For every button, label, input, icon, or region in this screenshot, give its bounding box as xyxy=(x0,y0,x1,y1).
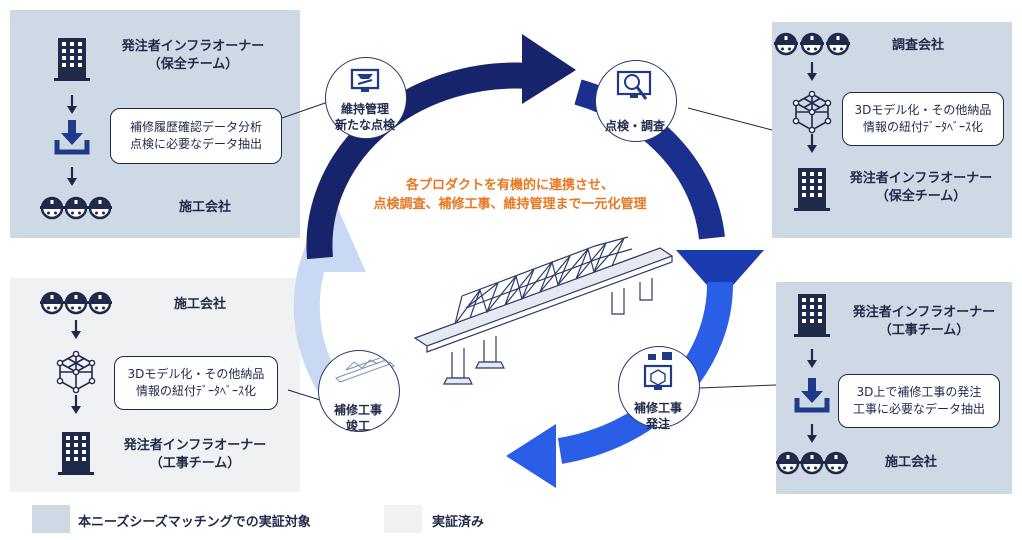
node-label-line: 竣工 xyxy=(345,419,370,433)
bottom-left-owner-title: 発注者インフラオーナー （工事チーム） xyxy=(110,437,280,473)
helmet-icon xyxy=(822,451,850,475)
node-label-line: 維持管理 xyxy=(340,102,389,116)
legend-label-target: 本ニーズシーズマッチングでの実証対象 xyxy=(78,515,311,530)
node-label-line: 発注 xyxy=(645,417,670,431)
helmet-icon xyxy=(824,32,852,56)
cube-network-icon xyxy=(56,350,96,394)
building-icon xyxy=(58,432,94,475)
arrow-down-icon xyxy=(805,422,819,445)
helmet-icon xyxy=(86,196,114,220)
building-icon xyxy=(794,294,830,337)
note-line: 工事に必要なデータ抽出 xyxy=(852,402,985,416)
helmet-icon xyxy=(798,451,826,475)
center-text-line: 点検調査、補修工事、維持管理まで一元化管理 xyxy=(373,197,647,212)
helmet-icon xyxy=(38,196,66,220)
bottom-right-owner-title: 発注者インフラオーナー （工事チーム） xyxy=(838,304,1010,340)
arrow-down-icon xyxy=(805,132,819,155)
owner-team-label: （工事チーム） xyxy=(878,323,970,338)
owner-team-label: （保全チーム） xyxy=(147,57,239,72)
bottom-right-note: 3D上で補修工事の発注 工事に必要なデータ抽出 xyxy=(838,374,1000,428)
note-line: 3Dモデル化・その他納品 xyxy=(127,367,265,381)
bottom-right-contractor-label: 施工会社 xyxy=(884,455,937,470)
owner-label: 発注者インフラオーナー xyxy=(849,171,993,186)
bottom-left-contractor-label: 施工会社 xyxy=(173,297,226,312)
owner-label: 発注者インフラオーナー xyxy=(123,438,267,453)
owner-label: 発注者インフラオーナー xyxy=(121,39,265,54)
building-icon xyxy=(54,38,90,81)
legend-swatch-done xyxy=(384,505,422,533)
center-text-line: 各プロダクトを有機的に連携させ、 xyxy=(405,178,614,193)
owner-team-label: （保全チーム） xyxy=(875,189,967,204)
top-right-owner-title: 発注者インフラオーナー （保全チーム） xyxy=(836,170,1006,206)
node-inspection-label: 点検・調査 xyxy=(595,118,675,134)
helmet-icon xyxy=(62,196,90,220)
node-completion-label: 補修工事 竣工 xyxy=(318,402,398,434)
note-line: 補修履歴確認データ分析 xyxy=(129,120,262,134)
node-label-line: 新たな点検 xyxy=(334,118,395,132)
top-left-note: 補修履歴確認データ分析 点検に必要なデータ抽出 xyxy=(110,108,282,164)
cube-network-icon xyxy=(792,90,832,134)
node-maintenance-label: 維持管理 新たな点検 xyxy=(325,101,405,133)
node-label-line: 補修工事 xyxy=(333,403,382,417)
top-right-surveyor-label: 調査会社 xyxy=(891,38,944,53)
legend-label-done: 実証済み xyxy=(432,515,485,530)
arrow-down-icon xyxy=(69,393,83,416)
arrow-down-icon xyxy=(65,93,79,116)
legend-swatch-target xyxy=(32,505,70,533)
bottom-left-note: 3Dモデル化・その他納品 情報の紐付ﾃﾞｰﾀﾍﾞｰｽ化 xyxy=(114,356,278,410)
arrow-down-icon xyxy=(805,60,819,83)
helmet-icon xyxy=(62,291,90,315)
node-label-line: 点検・調査 xyxy=(604,119,665,133)
helmet-icon xyxy=(798,32,826,56)
helmet-icon xyxy=(86,291,114,315)
note-line: 点検に必要なデータ抽出 xyxy=(129,137,262,151)
note-line: 3Dモデル化・その他納品 xyxy=(854,103,992,117)
arrow-down-icon xyxy=(65,165,79,188)
download-icon xyxy=(797,378,827,410)
top-left-contractor-label: 施工会社 xyxy=(178,200,231,215)
top-right-note: 3Dモデル化・その他納品 情報の紐付ﾃﾞｰﾀﾍﾞｰｽ化 xyxy=(842,92,1004,146)
helmet-icon xyxy=(38,291,66,315)
cycle-center-text: 各プロダクトを有機的に連携させ、 点検調査、補修工事、維持管理まで一元化管理 xyxy=(340,176,680,214)
arrow-down-icon xyxy=(805,347,819,370)
node-order-label: 補修工事 発注 xyxy=(618,400,698,432)
top-left-owner-title: 発注者インフラオーナー （保全チーム） xyxy=(108,38,278,74)
helmet-icon xyxy=(772,32,800,56)
owner-label: 発注者インフラオーナー xyxy=(852,305,996,320)
owner-team-label: （工事チーム） xyxy=(149,456,241,471)
download-icon xyxy=(57,120,87,152)
note-line: 3D上で補修工事の発注 xyxy=(856,385,982,399)
node-label-line: 補修工事 xyxy=(633,401,682,415)
note-line: 情報の紐付ﾃﾞｰﾀﾍﾞｰｽ化 xyxy=(862,120,983,134)
note-line: 情報の紐付ﾃﾞｰﾀﾍﾞｰｽ化 xyxy=(135,384,256,398)
building-icon xyxy=(794,168,830,211)
arrow-down-icon xyxy=(69,318,83,341)
helmet-icon xyxy=(774,451,802,475)
